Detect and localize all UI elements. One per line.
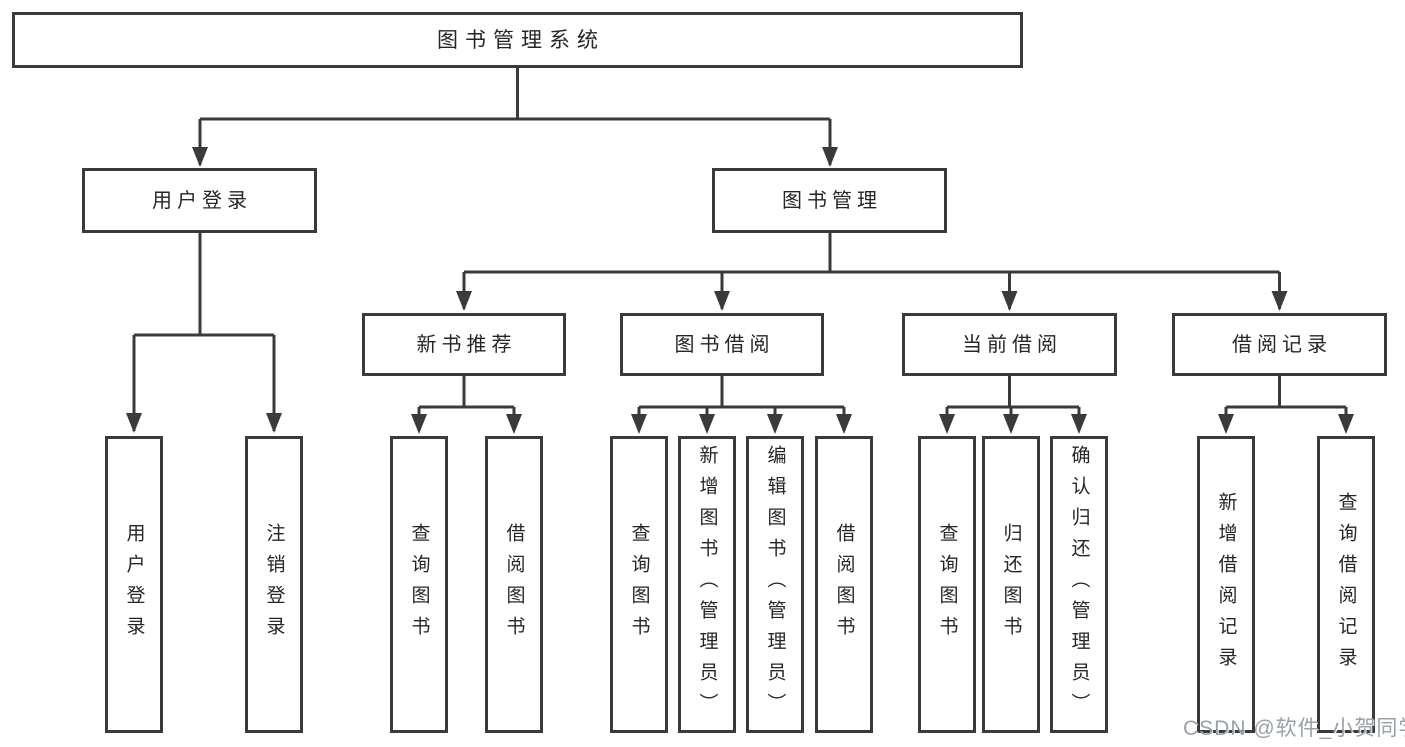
leaf-query-borrow-record: 查询借阅记录: [1317, 436, 1375, 733]
leaf-user-login: 用户登录: [105, 436, 163, 733]
leaf-query-books-borrow: 查询图书: [610, 436, 668, 733]
leaf-add-borrow-record-label: 新增借阅记录: [1215, 491, 1237, 678]
leaf-query-books-current-label: 查询图书: [936, 522, 958, 647]
leaf-logout: 注销登录: [245, 436, 303, 733]
node-library-management-system: 图书管理系统: [12, 12, 1023, 68]
leaf-query-books-current: 查询图书: [918, 436, 976, 733]
leaf-add-book-admin: 新增图书（管理员）: [678, 436, 736, 733]
leaf-borrow-books-borrow-label: 借阅图书: [833, 522, 855, 647]
node-book-borrowing: 图书借阅: [620, 313, 824, 376]
leaf-user-login-label: 用户登录: [123, 522, 145, 647]
node-library-management-system-label: 图书管理系统: [437, 28, 605, 52]
leaf-query-books-borrow-label: 查询图书: [628, 522, 650, 647]
node-borrowing-records-label: 借阅记录: [1232, 333, 1332, 356]
leaf-add-book-admin-label: 新增图书（管理员）: [696, 445, 718, 724]
leaf-query-borrow-record-label: 查询借阅记录: [1335, 491, 1357, 678]
leaf-confirm-return-admin: 确认归还（管理员）: [1050, 436, 1108, 733]
leaf-borrow-books-borrow: 借阅图书: [815, 436, 873, 733]
node-book-management: 图书管理: [712, 168, 947, 233]
node-new-book-recommendation: 新书推荐: [362, 313, 566, 376]
leaf-edit-book-admin: 编辑图书（管理员）: [746, 436, 804, 733]
leaf-return-book-label: 归还图书: [1000, 522, 1022, 647]
leaf-borrow-books-recommend: 借阅图书: [485, 436, 543, 733]
leaf-logout-label: 注销登录: [263, 522, 285, 647]
leaf-query-books-recommend-label: 查询图书: [408, 522, 430, 647]
node-book-management-label: 图书管理: [782, 189, 882, 212]
leaf-borrow-books-recommend-label: 借阅图书: [503, 522, 525, 647]
node-new-book-recommendation-label: 新书推荐: [416, 333, 517, 356]
leaf-edit-book-admin-label: 编辑图书（管理员）: [764, 445, 786, 724]
node-borrowing-records: 借阅记录: [1172, 313, 1387, 376]
node-book-borrowing-label: 图书借阅: [674, 333, 775, 356]
node-current-borrowing-label: 当前借阅: [962, 333, 1062, 356]
leaf-confirm-return-admin-label: 确认归还（管理员）: [1068, 445, 1090, 724]
node-user-login: 用户登录: [82, 168, 317, 233]
leaf-add-borrow-record: 新增借阅记录: [1197, 436, 1255, 733]
node-user-login-label: 用户登录: [152, 189, 252, 212]
leaf-query-books-recommend: 查询图书: [390, 436, 448, 733]
node-current-borrowing: 当前借阅: [902, 313, 1117, 376]
csdn-watermark: CSDN @软件_小贺同学: [1183, 717, 1405, 740]
leaf-return-book: 归还图书: [982, 436, 1040, 733]
